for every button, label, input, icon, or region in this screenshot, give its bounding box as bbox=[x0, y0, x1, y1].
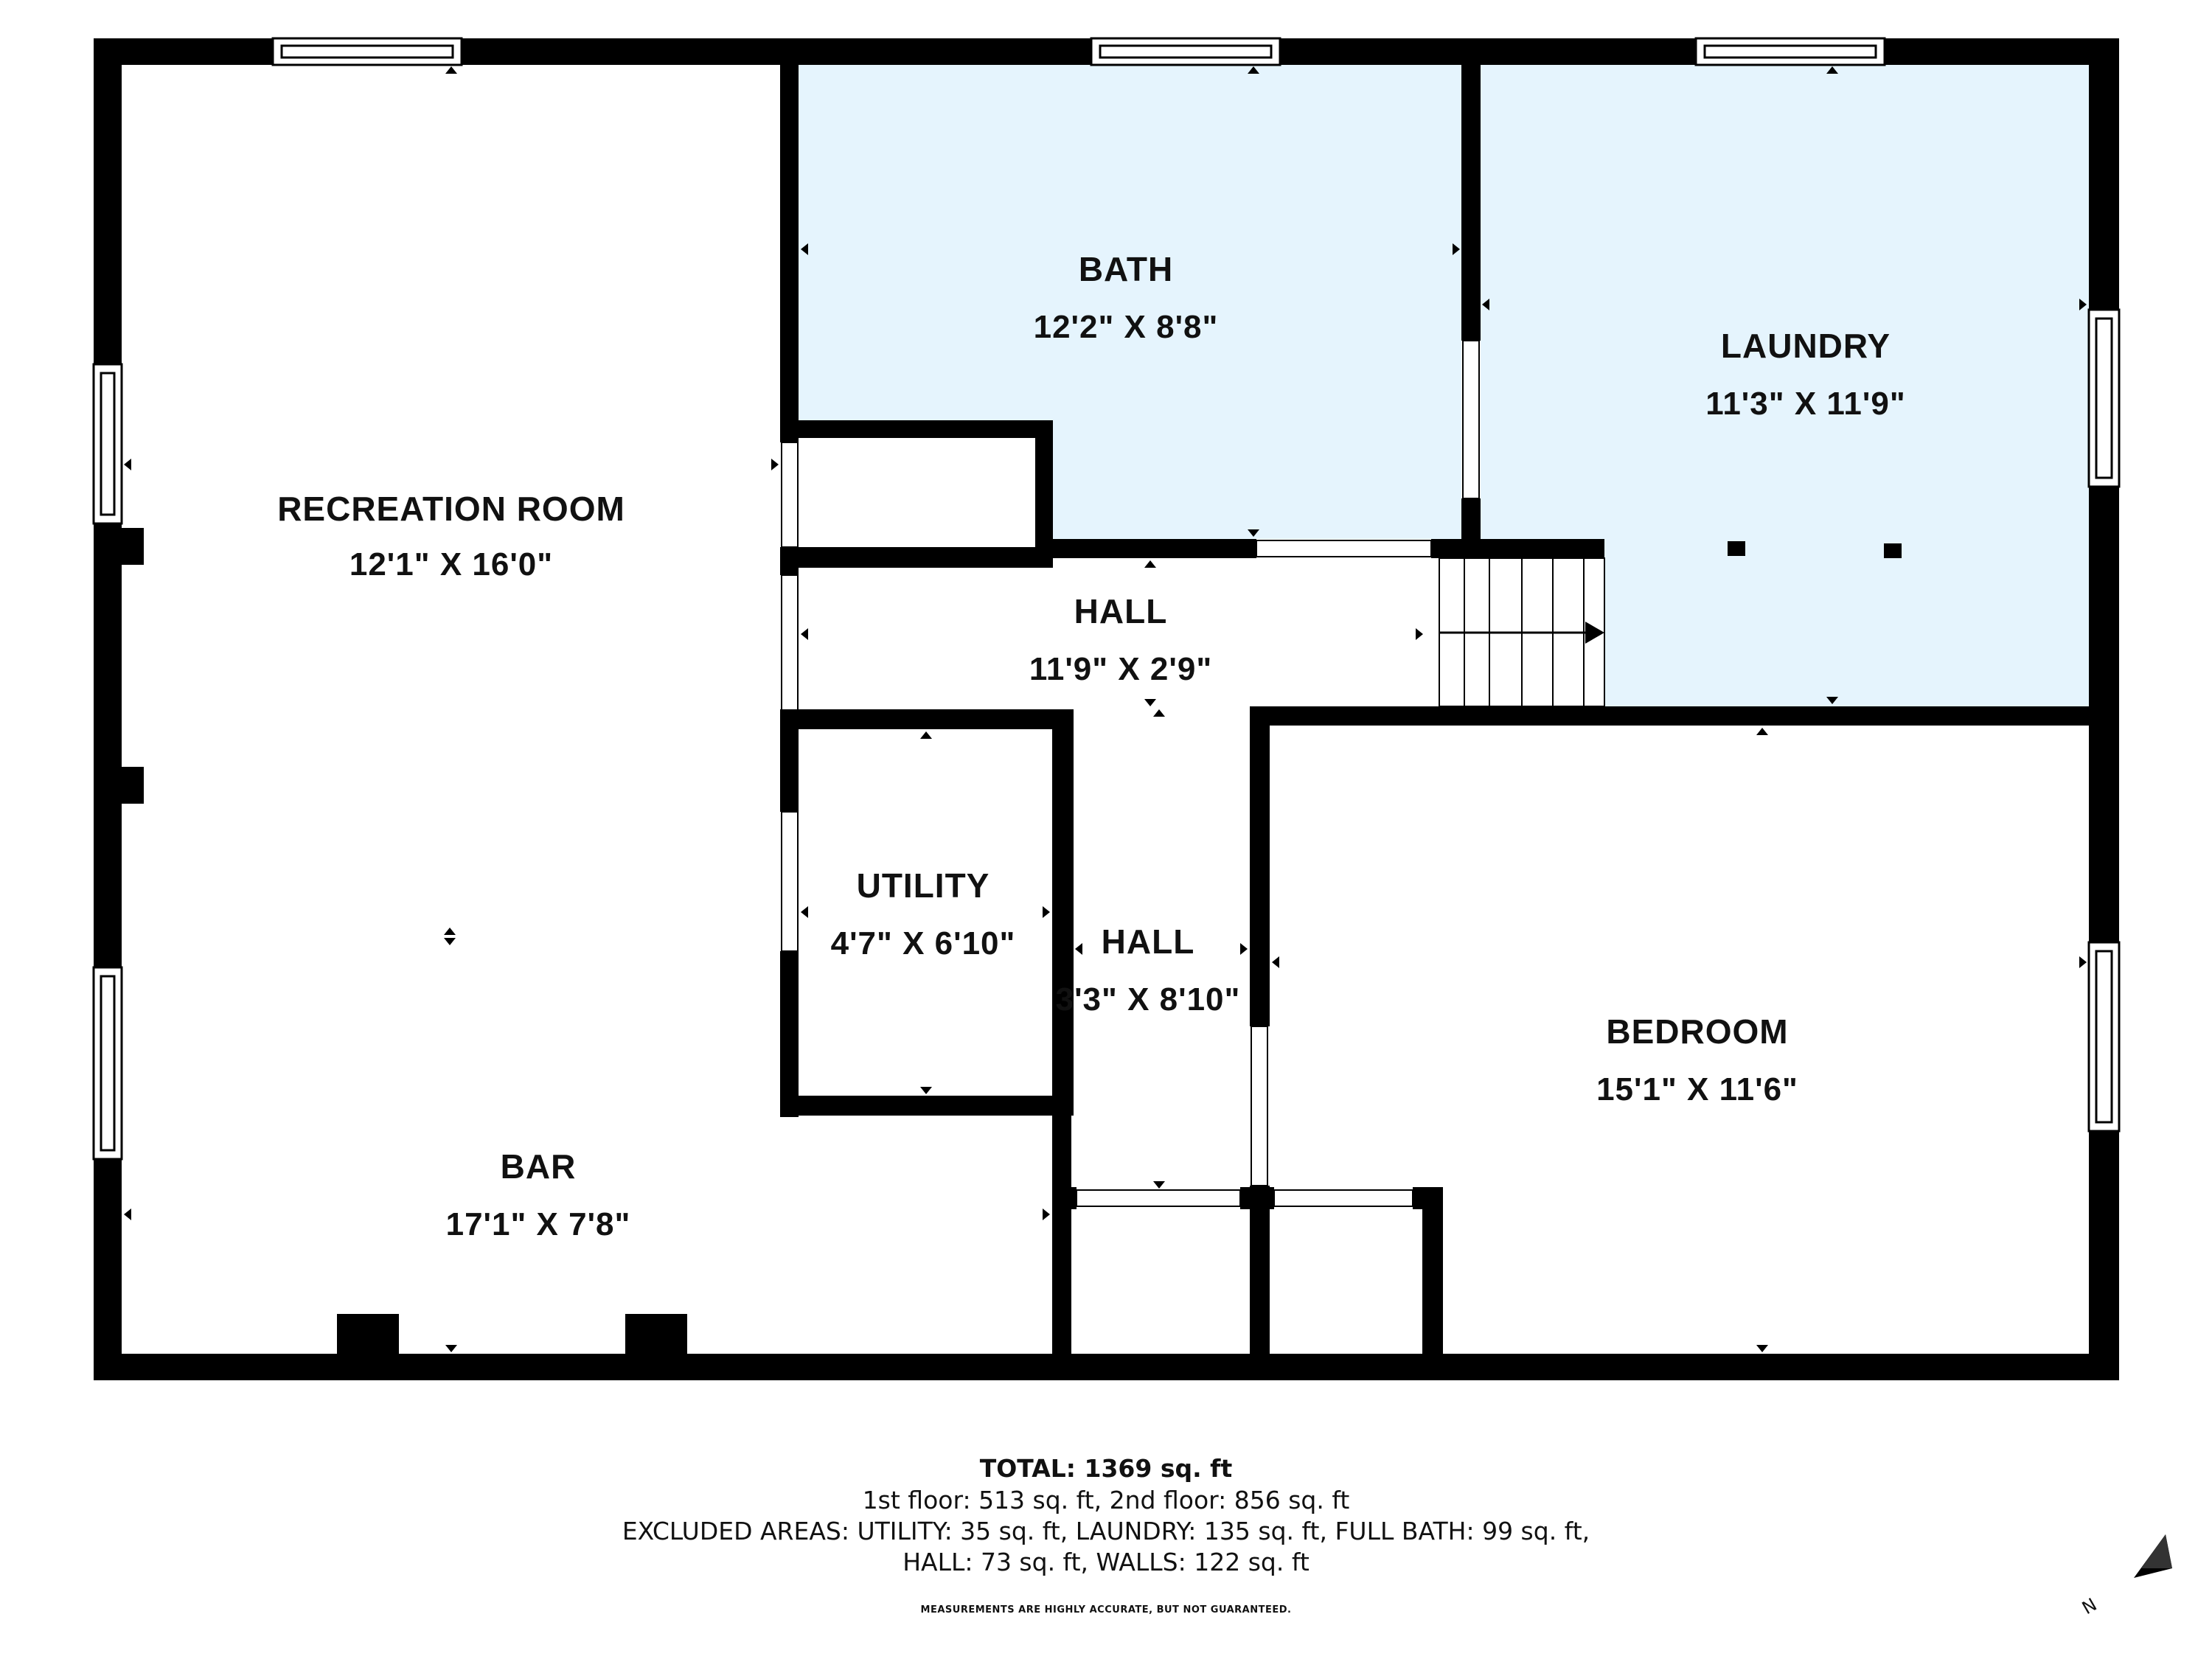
laundry-dims: 11'3" X 11'9" bbox=[1705, 386, 1905, 422]
wall-closet-b-right bbox=[1422, 1187, 1443, 1380]
wall-utility-bottom bbox=[780, 1096, 1074, 1116]
wall-closet-a-top-l bbox=[1062, 1187, 1077, 1209]
floor-areas: 1st floor: 513 sq. ft, 2nd floor: 856 sq… bbox=[862, 1486, 1350, 1514]
wall-bedroom-left-2 bbox=[1250, 1186, 1270, 1380]
excluded-areas-line-2: HALL: 73 sq. ft, WALLS: 122 sq. ft bbox=[902, 1548, 1310, 1576]
stairs bbox=[1439, 557, 1605, 707]
hall-mid-dims: 3'3" X 8'10" bbox=[1056, 981, 1241, 1018]
utility-dims: 4'7" X 6'10" bbox=[831, 925, 1016, 961]
bar-name: BAR bbox=[501, 1147, 577, 1186]
window-top-rec bbox=[271, 37, 463, 66]
laundry-name: LAUNDRY bbox=[1721, 327, 1891, 365]
excluded-areas-line: EXCLUDED AREAS: UTILITY: 35 sq. ft, LAUN… bbox=[622, 1517, 1590, 1545]
windows bbox=[92, 37, 2121, 1161]
stair-arrow-icon bbox=[1585, 622, 1604, 644]
door-bath-hall bbox=[1256, 540, 1432, 557]
wall-rec-bath bbox=[780, 65, 799, 442]
window-right-1 bbox=[2087, 308, 2121, 488]
wall-bath-laundry bbox=[1461, 65, 1481, 341]
wall-utility-right bbox=[1052, 709, 1074, 1113]
hall-mid-name: HALL bbox=[1102, 922, 1195, 961]
laundry-shading bbox=[1481, 65, 2089, 706]
outer-wall-bottom bbox=[94, 1354, 2119, 1380]
doorways bbox=[781, 340, 1480, 1207]
column-bottom-1 bbox=[337, 1314, 399, 1355]
recreation-room-dims: 12'1" X 16'0" bbox=[349, 546, 553, 582]
door-closet bbox=[781, 442, 799, 548]
total-area: TOTAL: 1369 sq. ft bbox=[0, 1454, 2212, 1483]
door-closet-b bbox=[1273, 1189, 1413, 1207]
total-label: TOTAL: bbox=[979, 1454, 1076, 1483]
column-left-1 bbox=[122, 528, 144, 565]
laundry-marker-2 bbox=[1884, 543, 1902, 558]
window-right-2 bbox=[2087, 941, 2121, 1133]
window-left-1 bbox=[92, 363, 123, 525]
door-bath-laundry bbox=[1462, 340, 1480, 499]
window-left-2 bbox=[92, 966, 123, 1161]
wall-closet-b-top-r bbox=[1413, 1187, 1443, 1209]
bath-dims: 12'2" X 8'8" bbox=[1034, 309, 1219, 345]
window-top-laundry bbox=[1694, 37, 1886, 66]
wall-bedroom-left bbox=[1250, 706, 1270, 1026]
wall-closet-right bbox=[1035, 420, 1053, 568]
hall-top-name: HALL bbox=[1074, 592, 1168, 630]
wall-utility-top bbox=[780, 709, 1074, 729]
wall-bedroom-top bbox=[1250, 706, 2105, 726]
laundry-marker-1 bbox=[1728, 541, 1745, 556]
wall-bath-bottom bbox=[1053, 539, 1256, 558]
door-utility bbox=[781, 811, 799, 952]
wall-closet-a-top-r bbox=[1240, 1187, 1274, 1209]
wall-bar-right bbox=[1052, 1096, 1071, 1380]
bedroom-dims: 15'1" X 11'6" bbox=[1596, 1071, 1798, 1107]
disclaimer: MEASUREMENTS ARE HIGHLY ACCURATE, BUT NO… bbox=[920, 1604, 1292, 1615]
hall-top-dims: 11'9" X 2'9" bbox=[1029, 651, 1212, 687]
bar-dims: 17'1" X 7'8" bbox=[446, 1206, 631, 1242]
window-top-bath bbox=[1090, 37, 1281, 66]
column-bottom-2 bbox=[625, 1314, 687, 1355]
door-hall-rec bbox=[781, 574, 799, 711]
bedroom-name: BEDROOM bbox=[1606, 1012, 1788, 1051]
outer-wall-left bbox=[94, 38, 122, 1380]
utility-name: UTILITY bbox=[857, 866, 990, 905]
wall-rec-closet bbox=[780, 547, 799, 575]
recreation-room-name: RECREATION ROOM bbox=[277, 490, 625, 528]
wall-rec-utility-2 bbox=[780, 951, 799, 1117]
room-labels: RECREATION ROOM 12'1" X 16'0" BATH 12'2"… bbox=[277, 250, 1905, 1242]
total-value: 1369 sq. ft bbox=[1084, 1454, 1233, 1483]
measurement-markers bbox=[124, 66, 2087, 1352]
door-bedroom bbox=[1251, 1026, 1268, 1186]
bath-name: BATH bbox=[1079, 250, 1173, 288]
column-left-2 bbox=[122, 767, 144, 804]
wall-hall-top bbox=[799, 547, 1053, 568]
wall-closet-top bbox=[799, 420, 1053, 438]
door-hall-bottom bbox=[1076, 1189, 1241, 1207]
wall-stair-top bbox=[1431, 539, 1604, 558]
bath-shading bbox=[799, 65, 1461, 539]
